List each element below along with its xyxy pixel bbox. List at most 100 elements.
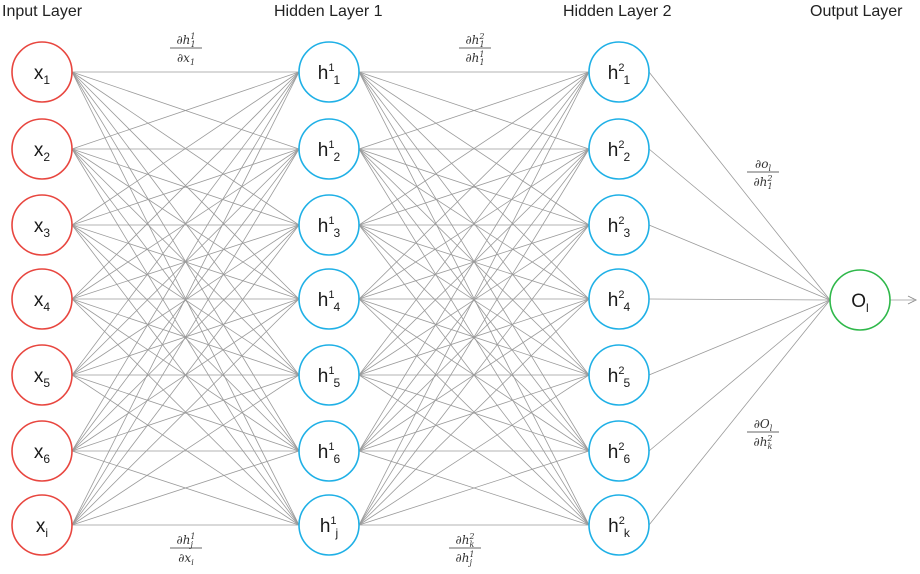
- node-label-sup: 2: [618, 215, 624, 227]
- node-label-sub: 5: [43, 376, 50, 390]
- node-label-sup: 2: [619, 515, 625, 527]
- edge-hidden1-7-hidden2-6: [358, 450, 590, 526]
- output-node-circle: [829, 269, 891, 331]
- hidden1-node-label: h15: [318, 365, 341, 390]
- derivative-denominator: ∂xi: [178, 551, 194, 567]
- input-node: xi: [11, 494, 73, 556]
- node-label-sup: 1: [328, 139, 334, 151]
- hidden1-node-circle: [298, 41, 360, 103]
- hidden2-node: h23: [588, 194, 650, 256]
- hidden1-node-label: h1j: [320, 515, 338, 540]
- node-label-sub: 2: [334, 150, 341, 164]
- hidden-layer-2-title: Hidden Layer 2: [563, 3, 672, 20]
- node-label-base: h: [318, 366, 329, 387]
- node-label-sup: 1: [330, 515, 336, 527]
- neurons: x1x2x3x4x5x6xih11h12h13h14h15h16h1jh21h2…: [11, 41, 891, 556]
- hidden1-node-label: h12: [318, 139, 341, 164]
- input-node-circle: [11, 420, 73, 482]
- edge-hidden1-7-hidden2-4: [358, 298, 590, 526]
- node-label-sub: 1: [624, 73, 631, 87]
- input-node-label: x1: [34, 63, 51, 87]
- edge-hidden2-3-output-1: [648, 224, 831, 301]
- node-label-base: h: [318, 290, 329, 311]
- node-label-base: x: [34, 216, 44, 237]
- node-label-sub: i: [45, 526, 48, 540]
- node-label-sub: 6: [43, 452, 50, 466]
- edge-hidden1-6-hidden2-3: [358, 224, 590, 452]
- node-label-sub: 1: [43, 73, 50, 87]
- edge-input-4-hidden1-1: [71, 71, 300, 300]
- node-label-base: h: [318, 63, 329, 84]
- edge-hidden1-6-hidden2-2: [358, 148, 590, 452]
- hidden1-node: h12: [298, 118, 360, 180]
- hidden2-node-label: h23: [608, 215, 631, 240]
- hidden2-node-label: h24: [608, 289, 631, 314]
- input-node-circle: [11, 268, 73, 330]
- input-node: x6: [11, 420, 73, 482]
- node-label-base: h: [320, 516, 331, 537]
- edge-hidden1-4-hidden2-1: [358, 71, 590, 300]
- input-node: x4: [11, 268, 73, 330]
- node-label-base: h: [608, 442, 619, 463]
- connections: [71, 71, 918, 526]
- node-label-base: h: [608, 216, 619, 237]
- hidden2-node-label: h25: [608, 365, 631, 390]
- node-label-sup: 1: [328, 62, 334, 74]
- hidden2-node-circle: [588, 194, 650, 256]
- node-label-sub: 4: [334, 300, 341, 314]
- node-label-sub: 4: [43, 300, 50, 314]
- edge-input-3-hidden1-2: [71, 148, 300, 226]
- hidden2-node-label: h2k: [608, 515, 631, 540]
- hidden1-node-circle: [298, 420, 360, 482]
- hidden1-node-label: h14: [318, 289, 341, 314]
- edge-hidden1-3-hidden2-1: [358, 71, 590, 226]
- node-label-sub: 3: [334, 226, 341, 240]
- input-node: x5: [11, 344, 73, 406]
- edge-input-7-hidden1-5: [71, 374, 300, 526]
- hidden2-node-label: h21: [608, 62, 631, 87]
- input-node-label: x5: [34, 366, 51, 390]
- edge-hidden2-2-output-1: [648, 148, 831, 301]
- node-label-sub: 3: [43, 226, 50, 240]
- edge-input-7-hidden1-4: [71, 298, 300, 526]
- edge-hidden1-7-hidden2-3: [358, 224, 590, 526]
- node-label-sub: 2: [43, 150, 50, 164]
- edge-input-2-hidden1-1: [71, 71, 300, 150]
- hidden1-node-label: h16: [318, 441, 341, 466]
- edge-input-6-hidden1-2: [71, 148, 300, 452]
- input-node: x3: [11, 194, 73, 256]
- edge-hidden1-5-hidden2-1: [358, 71, 590, 376]
- hidden1-node: h15: [298, 344, 360, 406]
- edge-hidden2-6-output-1: [648, 299, 831, 452]
- node-label-sup: 1: [328, 441, 334, 453]
- node-label-sup: 1: [328, 365, 334, 377]
- node-label-sup: 1: [328, 215, 334, 227]
- node-label-sup: 2: [618, 289, 624, 301]
- derivative-denominator: ∂x1: [177, 51, 195, 67]
- node-label-base: x: [34, 366, 44, 387]
- input-layer-title: Input Layer: [2, 3, 83, 20]
- hidden2-node-label: h26: [608, 441, 631, 466]
- edge-input-6-hidden1-1: [71, 71, 300, 452]
- node-label-sub: j: [335, 526, 339, 540]
- hidden2-node-label: h22: [608, 139, 631, 164]
- output-layer-title: Output Layer: [810, 3, 903, 20]
- node-label-base: h: [318, 216, 329, 237]
- hidden1-node-circle: [298, 494, 360, 556]
- hidden2-node-circle: [588, 420, 650, 482]
- output-node: Ol: [829, 269, 891, 331]
- hidden2-node: h24: [588, 268, 650, 330]
- hidden1-node-circle: [298, 344, 360, 406]
